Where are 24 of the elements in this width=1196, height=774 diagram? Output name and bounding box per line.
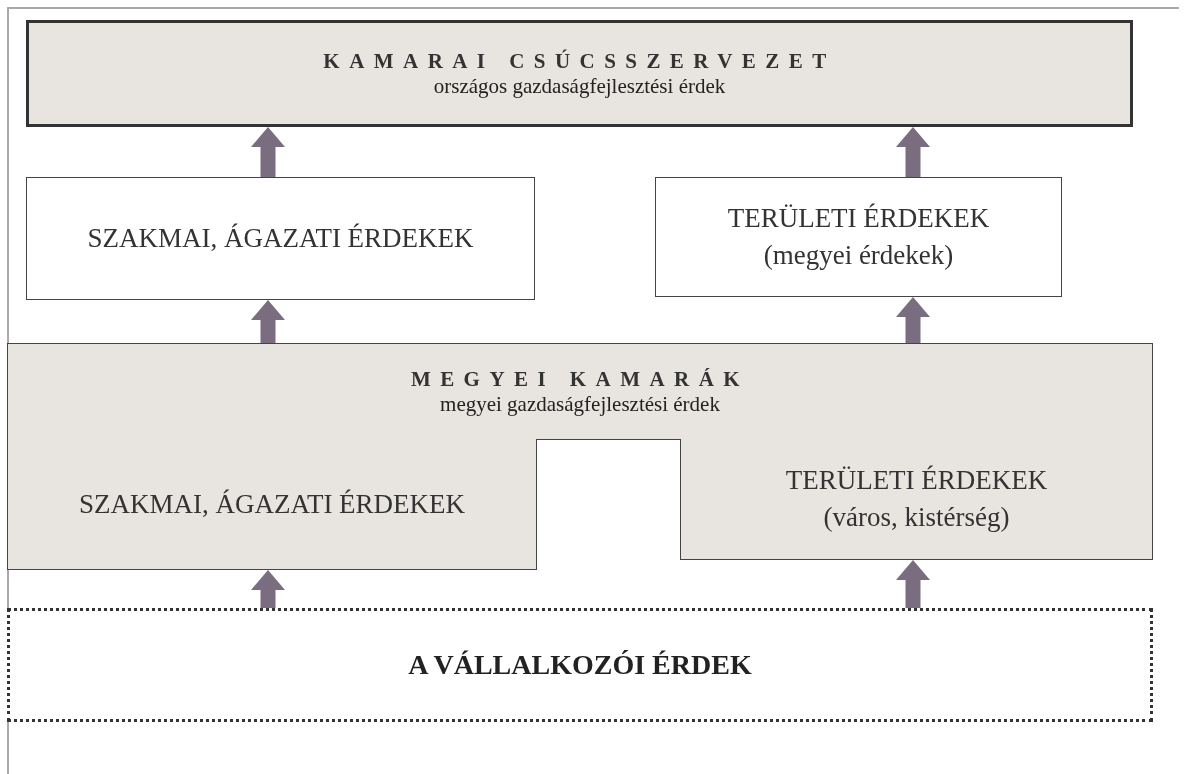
label: SZAKMAI, ÁGAZATI ÉRDEKEK [87,223,474,254]
arrow [896,297,930,343]
label: megyei gazdaságfejlesztési érdek [440,391,720,417]
box [655,177,1062,297]
heading: MEGYEI KAMARÁK [410,366,750,392]
box [7,343,1153,440]
box [26,20,1133,127]
arrow [251,300,285,343]
box [26,177,535,300]
arrow [896,127,930,177]
label: (megyei érdekek) [763,240,954,271]
dotted-box [7,608,1153,722]
heading: TERÜLETI ÉRDEKEK [727,203,990,234]
label: SZAKMAI, ÁGAZATI ÉRDEKEK [78,488,466,520]
box [7,439,537,570]
label: (város, kistérség) [823,502,1010,533]
heading: TERÜLETI ÉRDEKEK [785,465,1048,496]
arrow [251,570,285,608]
box [680,439,1153,560]
label: országos gazdaságfejlesztési érdek [433,73,726,99]
label: A VÁLLALKOZÓI ÉRDEK [408,649,752,681]
arrow [896,560,930,608]
heading: KAMARAI CSÚCSSZERVEZET [323,48,836,74]
arrow [251,127,285,177]
